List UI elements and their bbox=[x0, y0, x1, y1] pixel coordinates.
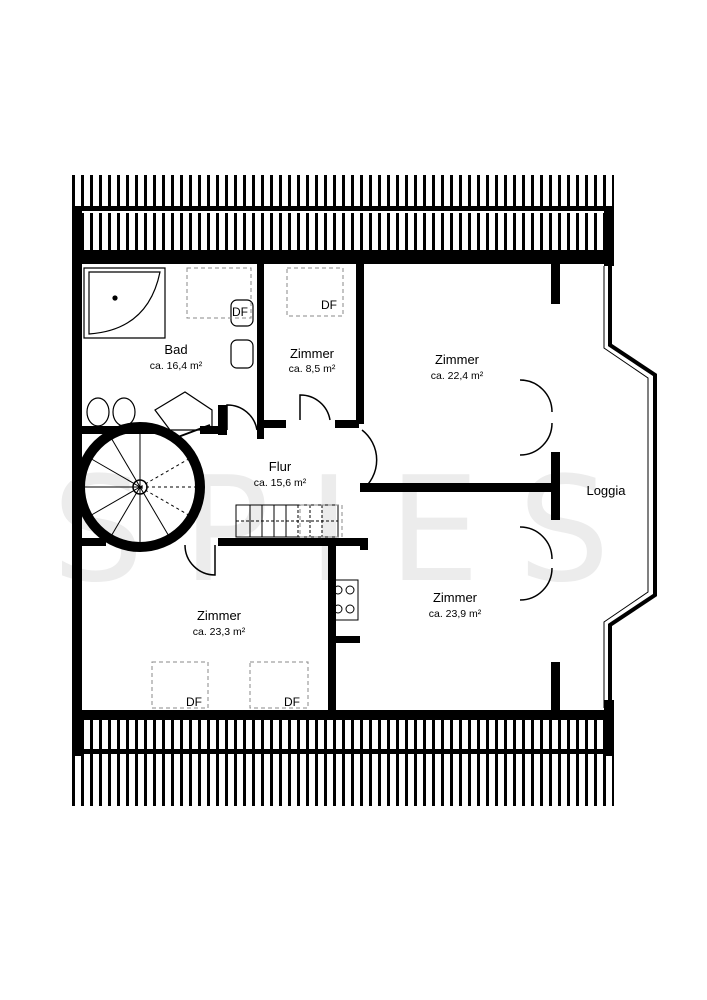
room-name-zimmer-small: Zimmer bbox=[290, 346, 335, 361]
roof-window-labels: DF DF DF DF bbox=[186, 298, 337, 709]
room-name-zimmer-se: Zimmer bbox=[433, 590, 478, 605]
room-name-zimmer-ne: Zimmer bbox=[435, 352, 480, 367]
bidet-icon bbox=[112, 397, 136, 427]
roof-rafters-bottom bbox=[72, 714, 614, 806]
sink-icon bbox=[230, 299, 254, 327]
straight-staircase bbox=[235, 504, 339, 538]
room-name-zimmer-sw: Zimmer bbox=[197, 608, 242, 623]
room-area-flur: ca. 15,6 m² bbox=[254, 477, 307, 489]
kitchen-stove bbox=[329, 579, 359, 621]
room-area-bad: ca. 16,4 m² bbox=[150, 360, 203, 372]
room-name-bad: Bad bbox=[164, 342, 187, 357]
roof-windows bbox=[151, 267, 344, 709]
roof-window-label: DF bbox=[284, 695, 300, 709]
roof-window-label: DF bbox=[186, 695, 202, 709]
roof-window-label: DF bbox=[232, 305, 248, 319]
room-name-flur: Flur bbox=[269, 459, 292, 474]
loggia-bay bbox=[603, 262, 657, 712]
room-labels: Bad ca. 16,4 m² Zimmer ca. 8,5 m² Zimmer… bbox=[150, 342, 627, 638]
room-area-zimmer-sw: ca. 23,3 m² bbox=[193, 626, 246, 638]
room-name-loggia: Loggia bbox=[586, 483, 626, 498]
roof-rafters-top bbox=[72, 175, 614, 256]
bathroom-fixtures bbox=[83, 267, 254, 431]
roof-window-label: DF bbox=[321, 298, 337, 312]
room-area-zimmer-small: ca. 8,5 m² bbox=[289, 363, 336, 375]
spiral-staircase bbox=[75, 422, 211, 552]
bathtub-icon bbox=[83, 267, 166, 339]
room-area-zimmer-se: ca. 23,9 m² bbox=[429, 608, 482, 620]
toilet-icon bbox=[86, 397, 110, 427]
doors bbox=[184, 379, 553, 601]
shower-icon bbox=[154, 391, 213, 431]
room-area-zimmer-ne: ca. 22,4 m² bbox=[431, 370, 484, 382]
